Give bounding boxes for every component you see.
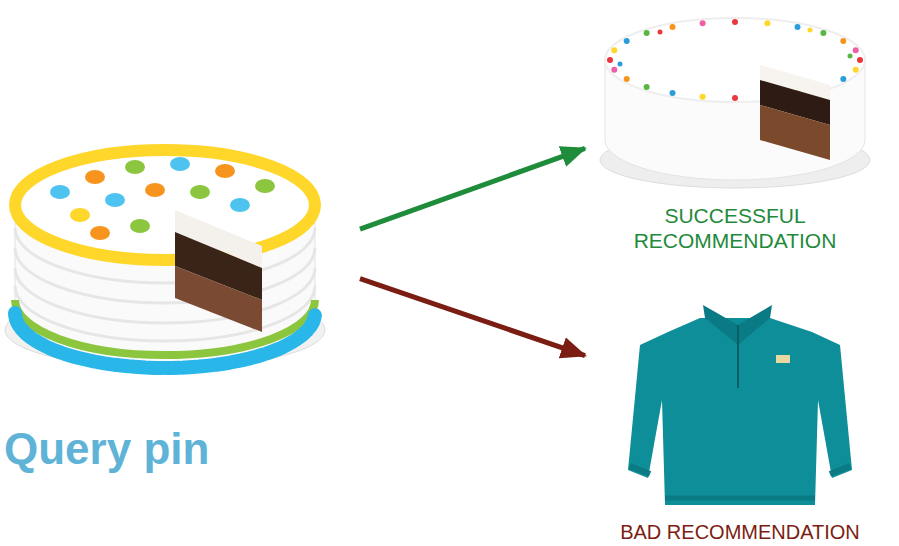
caption-text: BAD RECOMMENDATION — [585, 521, 895, 543]
caption-text: SUCCESSFUL RECOMMENDATION — [605, 203, 865, 253]
illustration-node: Query pin — [0, 140, 360, 470]
sweater-picture — [628, 305, 852, 505]
illustration-node: SUCCESSFUL RECOMMENDATION — [585, 0, 885, 265]
illustration-node: BAD RECOMMENDATION — [585, 305, 895, 546]
recommendation-arrow — [360, 148, 585, 229]
query-cake — [5, 150, 325, 368]
caption-text: Query pin — [4, 423, 356, 475]
recommendation-arrow — [360, 279, 585, 356]
recommended-cake — [600, 18, 870, 188]
